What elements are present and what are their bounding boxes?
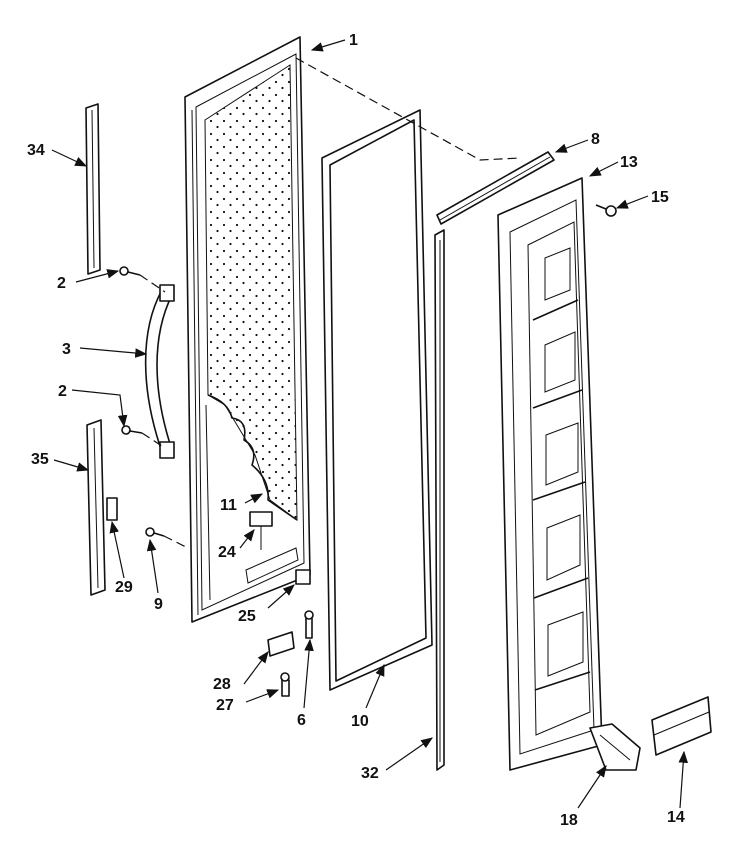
- breaker-strip: [434, 229, 445, 771]
- screw-9: [145, 527, 189, 549]
- callout-6: 6: [297, 712, 306, 729]
- callout-29: 29: [115, 579, 133, 596]
- callout-2-upper: 2: [57, 275, 66, 292]
- callout-34: 34: [27, 142, 45, 159]
- callout-8: 8: [591, 131, 600, 148]
- callout-24: 24: [218, 544, 236, 561]
- screw-27: [280, 672, 290, 697]
- callout-14: 14: [667, 809, 685, 826]
- top-cap: [436, 151, 555, 225]
- trim-strip-lower: [86, 419, 106, 596]
- callout-15: 15: [651, 189, 669, 206]
- callout-18: 18: [560, 812, 578, 829]
- callout-3: 3: [62, 341, 71, 358]
- door-inner-liner: [497, 177, 603, 771]
- lower-hinge-18: [589, 723, 641, 771]
- handle-screw-lower: [121, 425, 143, 435]
- callout-1: 1: [349, 32, 358, 49]
- screw-15: [595, 204, 617, 217]
- hinge-block-28: [267, 631, 295, 657]
- callout-28: 28: [213, 676, 231, 693]
- callout-27: 27: [216, 697, 234, 714]
- alignment-dashed-line: [295, 57, 521, 161]
- callout-35: 35: [31, 451, 49, 468]
- callout-32: 32: [361, 765, 379, 782]
- callout-10: 10: [351, 713, 369, 730]
- door-outer-panel: [184, 36, 311, 623]
- handle-screw-upper: [119, 266, 141, 276]
- screw-6: [304, 610, 314, 639]
- door-handle: [144, 284, 175, 459]
- handle-screw-dashed-lines: [139, 274, 166, 449]
- door-gasket: [321, 109, 433, 691]
- bottom-channel-14: [651, 696, 712, 756]
- callout-labels: 1 8 13 15 34 2 3 2 35 11 24 29 9 25 28 2…: [27, 32, 685, 829]
- trim-strip-upper: [85, 103, 101, 275]
- hinge-bracket: [249, 511, 273, 550]
- bushing-25: [295, 569, 311, 585]
- callout-13: 13: [620, 154, 638, 171]
- liner-shelves: [532, 247, 591, 691]
- callout-11: 11: [220, 497, 237, 514]
- callout-9: 9: [154, 596, 163, 613]
- clip-29: [106, 497, 118, 521]
- callout-25: 25: [238, 608, 256, 625]
- callout-2-lower: 2: [58, 383, 67, 400]
- leader-lines: [51, 39, 689, 809]
